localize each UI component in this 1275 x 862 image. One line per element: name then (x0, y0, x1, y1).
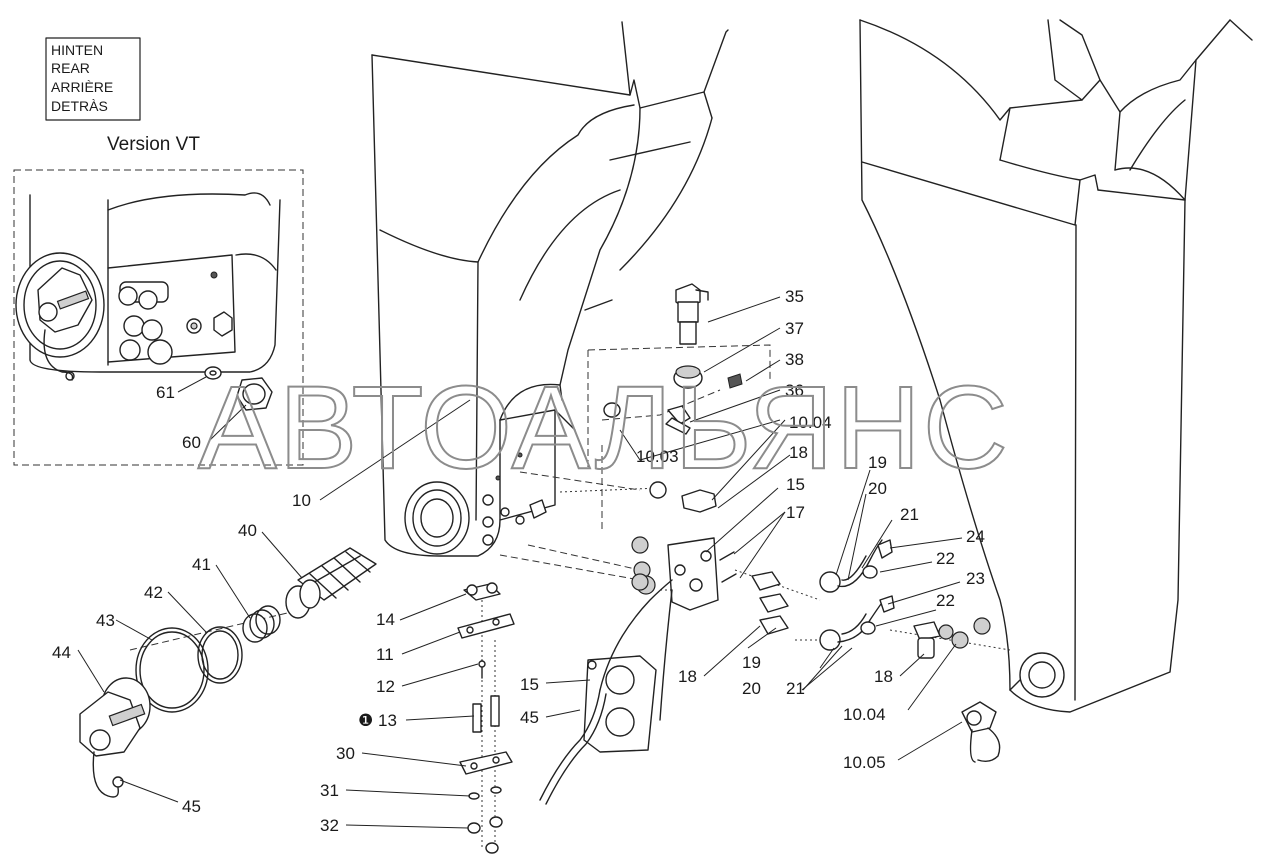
legend-line-2: REAR (51, 60, 90, 76)
callout-10-04-bottom: 10.04 (843, 705, 886, 724)
callout-44: 44 (52, 643, 71, 662)
callout-19-bottom: 19 (742, 653, 761, 672)
callout-21-bottom: 21 (786, 679, 805, 698)
callout-19-top: 19 (868, 453, 887, 472)
callout-30: 30 (336, 744, 355, 763)
callout-12: 12 (376, 677, 395, 696)
callout-36: 36 (785, 381, 804, 400)
callout-14: 14 (376, 610, 395, 629)
center-tank (371, 21, 729, 557)
callout-10: 10 (292, 491, 311, 510)
callout-45-left: 45 (182, 797, 201, 816)
callout-60: 60 (182, 433, 201, 452)
callout-11: 11 (376, 645, 394, 664)
callout-15-bottom: 15 (520, 675, 539, 694)
watermark-text: АВТОАЛЬЯНС (198, 362, 1010, 494)
callout-43: 43 (96, 611, 115, 630)
legend-line-3: ARRIÈRE (51, 79, 113, 95)
callout-labels: 35 37 38 36 10.04 10.03 18 15 19 20 21 2… (52, 287, 985, 835)
cable-bracket (539, 579, 673, 805)
callout-37: 37 (785, 319, 804, 338)
callout-10-03: 10.03 (636, 447, 679, 466)
callout-23: 23 (966, 569, 985, 588)
callout-18-right: 18 (874, 667, 893, 686)
callout-20-bottom: 20 (742, 679, 761, 698)
callout-35: 35 (785, 287, 804, 306)
callout-21-top: 21 (900, 505, 919, 524)
callout-10-04-top: 10.04 (789, 413, 832, 432)
version-vt-inset (13, 169, 304, 466)
callout-22-bottom: 22 (936, 591, 955, 610)
legend-line-1: HINTEN (51, 42, 103, 58)
version-vt-title: Version VT (107, 134, 200, 155)
callout-15-top: 15 (786, 475, 805, 494)
right-tank (859, 19, 1253, 713)
note-marker: ❶ (358, 711, 373, 730)
callout-42: 42 (144, 583, 163, 602)
callout-18-top: 18 (789, 443, 808, 462)
callout-61: 61 (156, 383, 175, 402)
callout-45-center: 45 (520, 708, 539, 727)
callout-32: 32 (320, 816, 339, 835)
callout-22-top: 22 (936, 549, 955, 568)
callout-18-center: 18 (678, 667, 697, 686)
callout-41: 41 (192, 555, 211, 574)
callout-38: 38 (785, 350, 804, 369)
fittings-group (603, 283, 1001, 763)
legend-line-4: DETRÀS (51, 98, 108, 114)
callout-40: 40 (238, 521, 257, 540)
callout-10-05: 10.05 (843, 753, 886, 772)
bracket-stack (457, 582, 515, 854)
callout-31: 31 (320, 781, 339, 800)
callout-20-top: 20 (868, 479, 887, 498)
callout-24: 24 (966, 527, 985, 546)
filler-assembly (79, 547, 377, 798)
leader-lines (77, 296, 963, 829)
direction-legend: HINTEN REAR ARRIÈRE DETRÀS (45, 37, 141, 121)
callout-13: 13 (378, 711, 397, 730)
callout-17: 17 (786, 503, 805, 522)
